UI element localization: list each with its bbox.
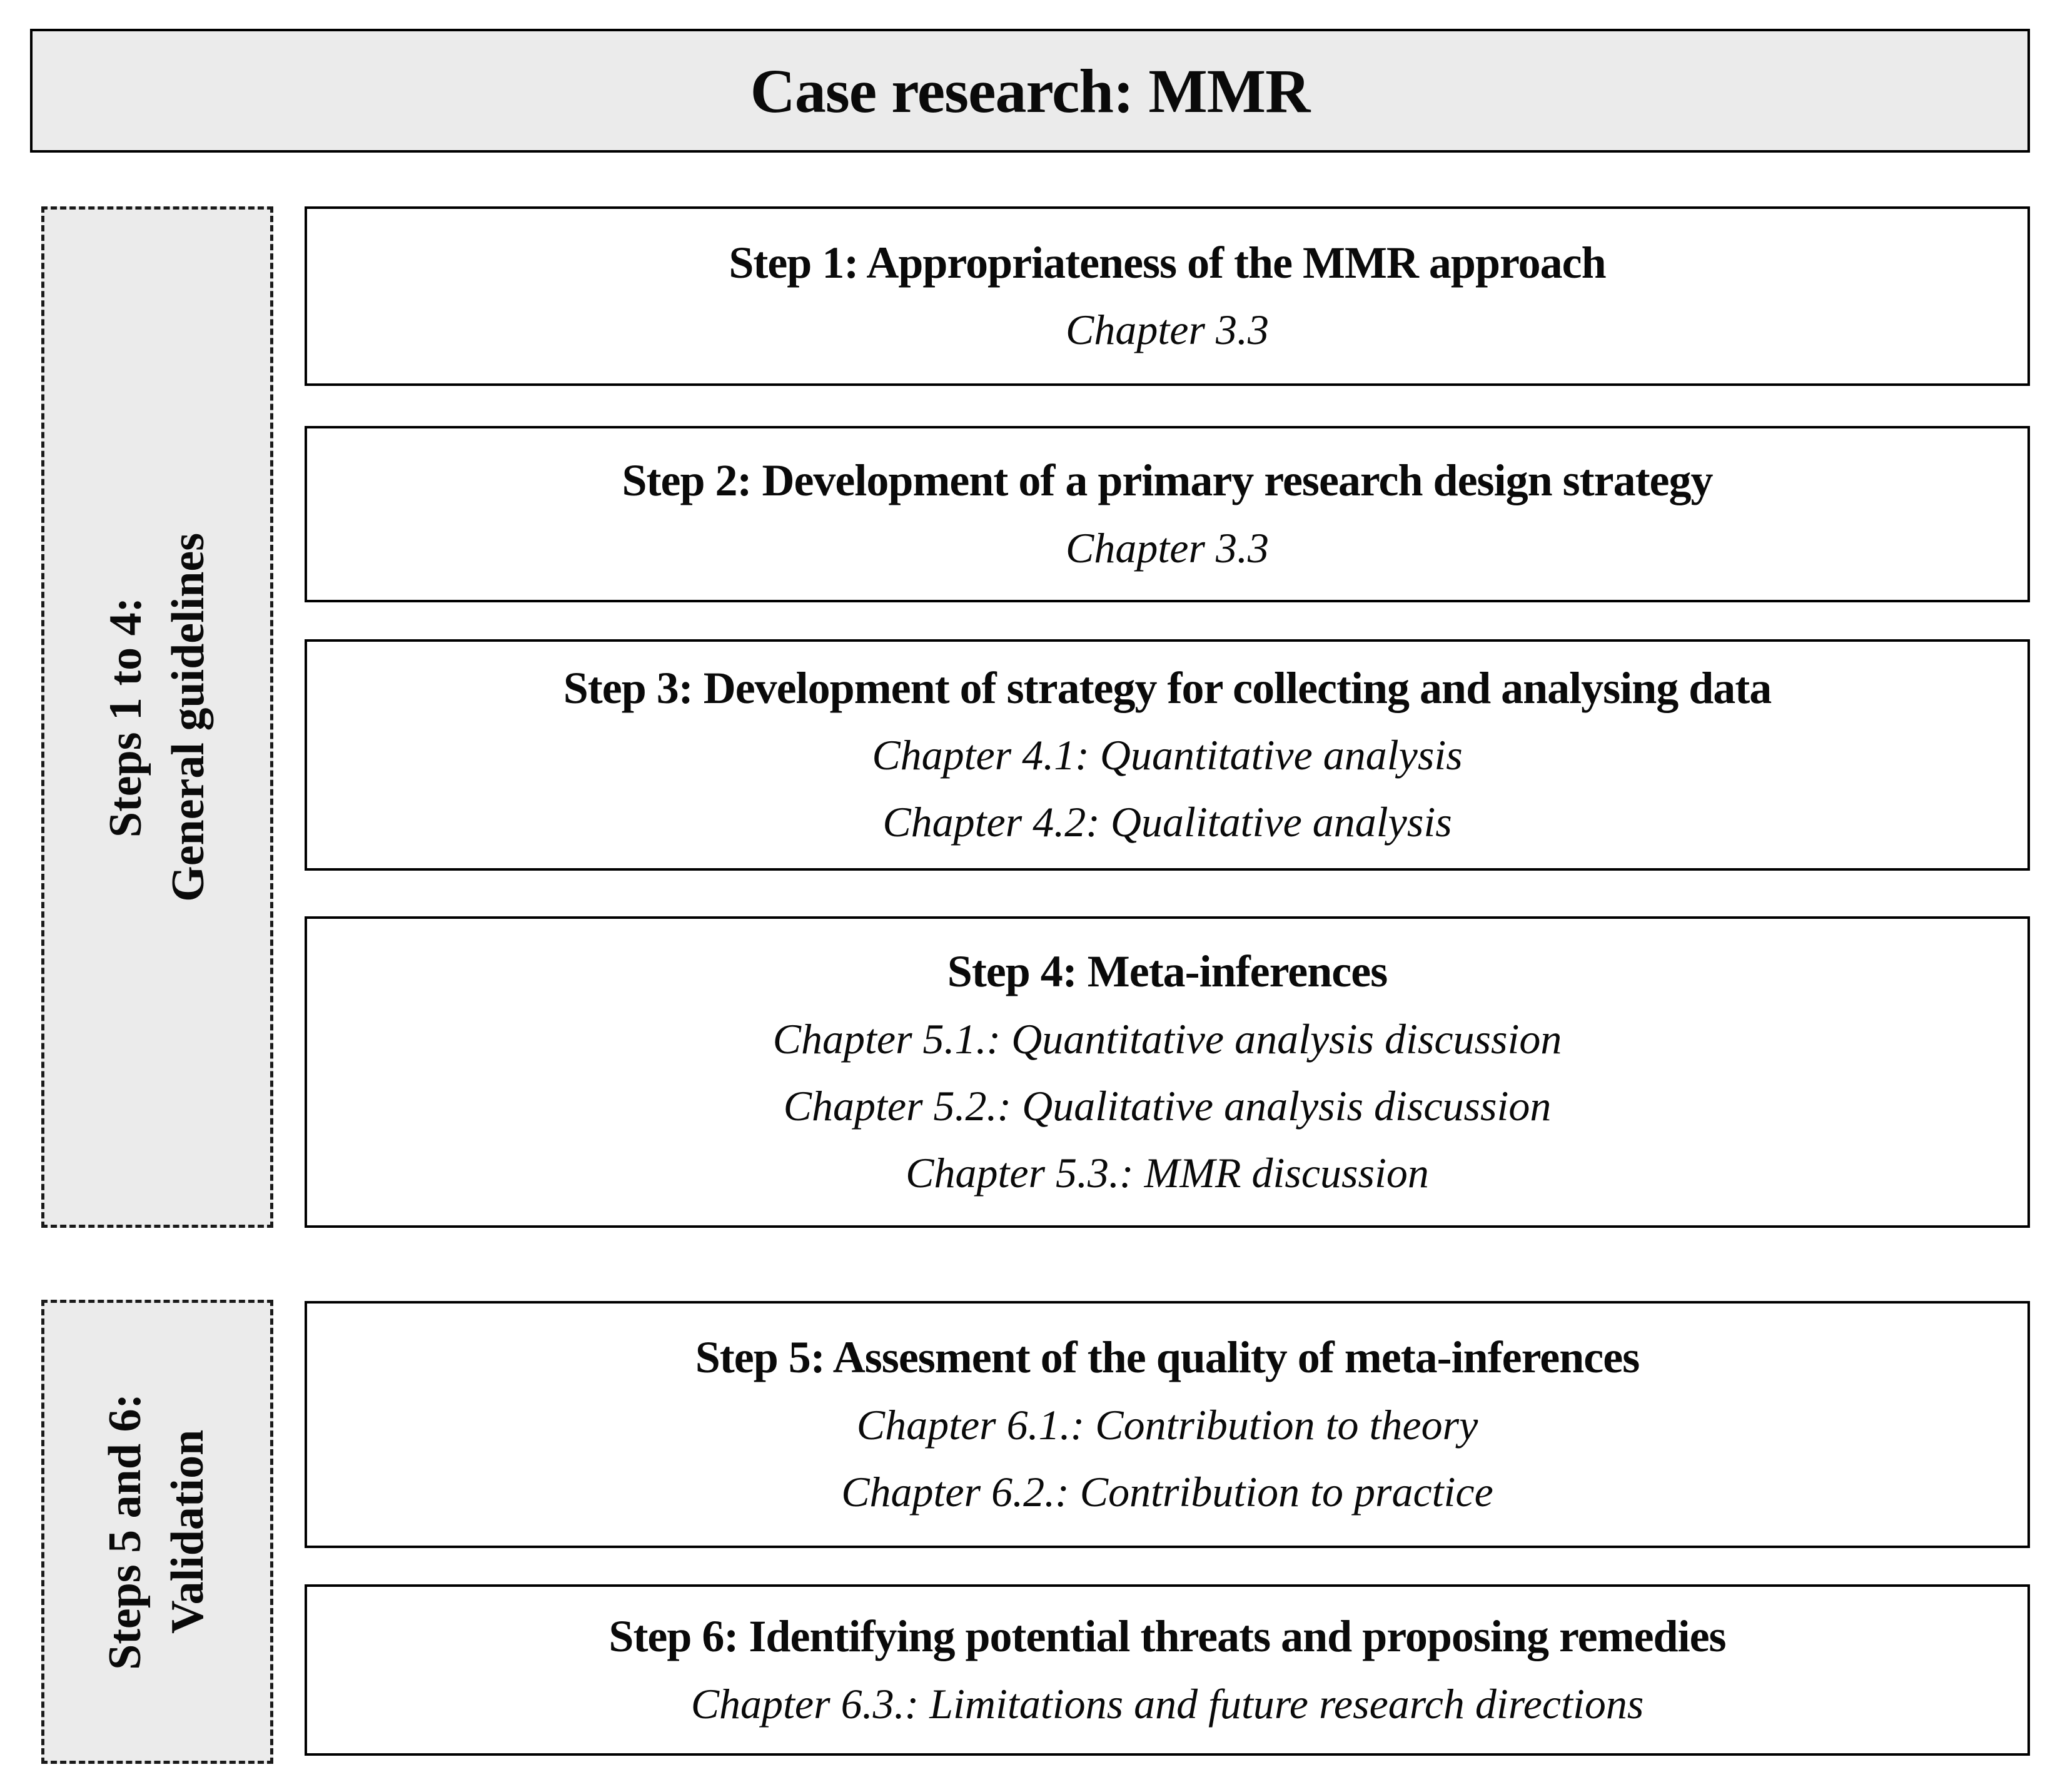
diagram-title-box: Case research: MMR bbox=[30, 29, 2030, 153]
step-5-box: Step 5: Assesment of the quality of meta… bbox=[305, 1301, 2030, 1548]
step-6-chapter: Chapter 6.3.: Limitations and future res… bbox=[690, 1679, 1644, 1728]
group-label-line: General guidelines bbox=[162, 532, 214, 902]
step-5-heading: Step 5: Assesment of the quality of meta… bbox=[695, 1332, 1640, 1383]
step-1-box: Step 1: Appropriateness of the MMR appro… bbox=[305, 206, 2030, 386]
step-6-heading: Step 6: Identifying potential threats an… bbox=[608, 1611, 1726, 1662]
step-3-box: Step 3: Development of strategy for coll… bbox=[305, 639, 2030, 871]
group-label-steps-5-6-text: Steps 5 and 6: Validation bbox=[95, 1394, 220, 1670]
group-label-line: Validation bbox=[162, 1429, 214, 1634]
step-5-chapter: Chapter 6.1.: Contribution to theory bbox=[856, 1400, 1478, 1449]
group-label-line: Steps 1 to 4: bbox=[99, 597, 151, 838]
group-label-steps-1-4: Steps 1 to 4: General guidelines bbox=[41, 206, 273, 1228]
step-1-chapter: Chapter 3.3 bbox=[1066, 306, 1269, 354]
diagram-title: Case research: MMR bbox=[750, 56, 1311, 126]
group-label-steps-5-6: Steps 5 and 6: Validation bbox=[41, 1300, 273, 1764]
step-4-heading: Step 4: Meta-inferences bbox=[947, 946, 1388, 997]
step-5-chapter: Chapter 6.2.: Contribution to practice bbox=[841, 1467, 1493, 1516]
step-4-chapter: Chapter 5.1.: Quantitative analysis disc… bbox=[772, 1015, 1562, 1063]
step-3-chapter: Chapter 4.1: Quantitative analysis bbox=[872, 731, 1463, 779]
step-3-chapter: Chapter 4.2: Qualitative analysis bbox=[882, 798, 1452, 846]
step-4-chapter: Chapter 5.2.: Qualitative analysis discu… bbox=[783, 1081, 1552, 1130]
step-3-heading: Step 3: Development of strategy for coll… bbox=[563, 662, 1772, 713]
group-label-line: Steps 5 and 6: bbox=[99, 1393, 151, 1671]
step-1-heading: Step 1: Appropriateness of the MMR appro… bbox=[729, 237, 1606, 288]
step-2-chapter: Chapter 3.3 bbox=[1066, 524, 1269, 572]
step-4-box: Step 4: Meta-inferences Chapter 5.1.: Qu… bbox=[305, 916, 2030, 1228]
step-4-chapter: Chapter 5.3.: MMR discussion bbox=[906, 1148, 1429, 1197]
step-2-heading: Step 2: Development of a primary researc… bbox=[622, 455, 1713, 506]
step-2-box: Step 2: Development of a primary researc… bbox=[305, 426, 2030, 602]
step-6-box: Step 6: Identifying potential threats an… bbox=[305, 1584, 2030, 1756]
group-label-steps-1-4-text: Steps 1 to 4: General guidelines bbox=[95, 533, 220, 902]
